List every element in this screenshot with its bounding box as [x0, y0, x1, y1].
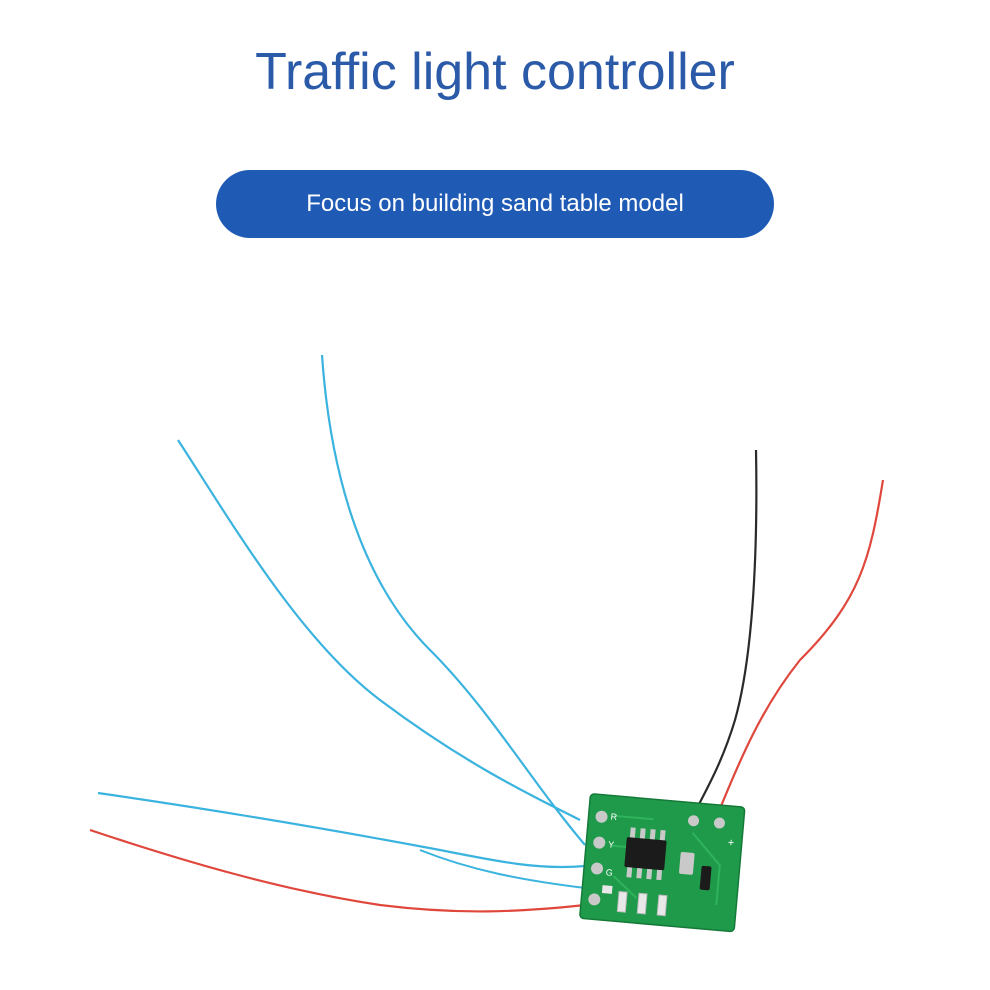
- marking-g: G: [605, 867, 613, 878]
- page-title: Traffic light controller: [255, 43, 735, 101]
- red-wire-left: [89, 828, 586, 913]
- subtitle-text: Focus on building sand table model: [306, 190, 684, 217]
- marking-y: Y: [608, 839, 615, 849]
- black-wire: [687, 449, 758, 827]
- blue-wire-2: [320, 354, 586, 846]
- blue-wire-3: [97, 791, 586, 869]
- blue-wire-1: [177, 439, 581, 821]
- subtitle-badge: Focus on building sand table model: [216, 170, 774, 238]
- red-wire-right: [710, 479, 885, 829]
- pcb-board: R Y G +: [579, 793, 746, 933]
- marking-r: R: [610, 812, 618, 823]
- blue-wire-4: [419, 849, 586, 889]
- chip: [624, 837, 667, 871]
- marking-plus: +: [727, 837, 734, 850]
